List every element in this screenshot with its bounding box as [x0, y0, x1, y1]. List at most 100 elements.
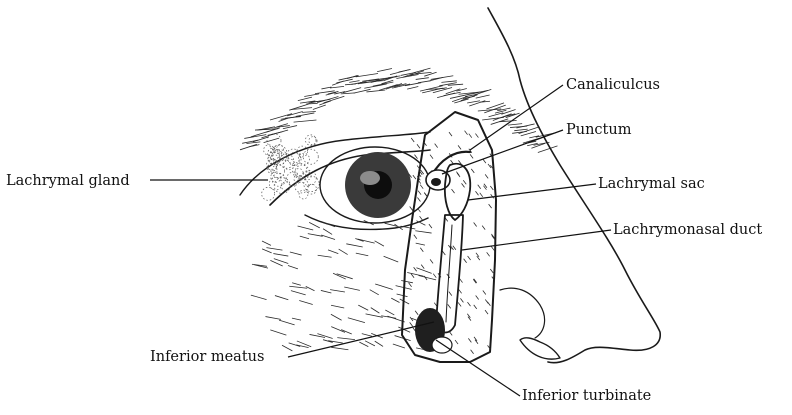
window-stipple — [474, 305, 477, 309]
window-stipple — [470, 154, 473, 158]
cheek-hatch-line — [291, 291, 306, 295]
window-stipple — [455, 340, 458, 344]
eyebrow-drawing — [240, 68, 557, 152]
cheek-hatch-line — [290, 252, 302, 255]
window-stipple — [415, 311, 418, 315]
inferior-meatus-space — [432, 337, 452, 353]
eyebrow-stroke — [414, 68, 431, 73]
cheek-hatch-line — [298, 226, 314, 230]
eyebrow-stroke — [306, 103, 317, 104]
cheek-hatch-line — [330, 290, 345, 292]
window-stipple — [471, 169, 474, 173]
window-stipple — [448, 304, 451, 308]
cheek-hatch-line — [292, 318, 301, 320]
cheek-hatch-line — [275, 296, 288, 300]
eyebrow-stroke — [538, 146, 558, 153]
eyebrow-stroke — [441, 81, 456, 83]
window-stipple — [482, 226, 485, 230]
eyebrow-stroke — [416, 78, 429, 80]
cheek-hatch-line — [416, 243, 425, 245]
window-stipple — [410, 206, 413, 210]
window-stipple — [460, 279, 463, 283]
window-stipple — [420, 248, 423, 252]
gland-lobule — [287, 172, 301, 186]
eyebrow-stroke — [272, 130, 288, 135]
cheek-hatch-line — [308, 234, 323, 237]
cheek-hatch-line — [346, 244, 362, 247]
cheek-hatch-line — [419, 276, 437, 280]
window-stipple — [459, 289, 462, 293]
cheek-hatch-line — [358, 305, 368, 310]
cheek-hatch-line — [262, 241, 271, 245]
window-stipple — [424, 193, 427, 197]
eyebrow-stroke — [341, 93, 356, 94]
cheek-hatch-line — [393, 344, 405, 348]
eyebrow-stroke — [516, 124, 534, 128]
window-stipple — [476, 253, 479, 257]
eyebrow-stroke — [486, 103, 504, 109]
window-stipple — [485, 310, 488, 314]
window-stipple — [489, 204, 492, 208]
eyebrow-stroke — [448, 84, 463, 85]
window-stipple — [474, 222, 477, 226]
window-stipple — [449, 292, 452, 296]
window-stipple — [417, 198, 420, 202]
cheek-hatch-line — [331, 305, 344, 308]
window-stipple — [468, 338, 471, 342]
window-stipple — [458, 302, 461, 306]
gland-lobule — [288, 152, 301, 165]
window-stipple — [491, 247, 494, 251]
cheek-hatch-line — [265, 317, 280, 320]
window-stipple — [442, 251, 445, 255]
nostril-outline — [520, 338, 560, 359]
cheek-hatch-line — [279, 320, 295, 325]
window-stipple — [430, 259, 433, 263]
cheek-hatch-line — [375, 341, 383, 346]
window-stipple — [468, 256, 471, 260]
cheek-hatch-line — [371, 308, 380, 314]
window-stipple — [477, 256, 480, 260]
window-stipple — [480, 193, 483, 197]
cheek-hatch-line — [299, 301, 312, 305]
eyebrow-stroke — [514, 129, 527, 131]
cheek-hatch-line — [358, 239, 375, 243]
eyebrow-stroke — [304, 94, 319, 97]
window-stipple — [487, 302, 490, 306]
window-stipple — [409, 283, 412, 287]
eyebrow-stroke — [431, 76, 454, 80]
nose-wing-outline — [500, 288, 545, 338]
window-stipple — [490, 269, 493, 273]
window-stipple — [429, 224, 432, 228]
window-stipple — [410, 322, 413, 326]
window-stipple — [413, 175, 416, 179]
leader-lachrymonasal-duct — [462, 230, 611, 250]
cheek-hatch-line — [251, 295, 267, 300]
eyebrow-stroke — [396, 74, 418, 78]
cheek-hatch-line — [323, 229, 332, 235]
eyebrow-stroke — [495, 110, 506, 113]
cheek-hatch-line — [341, 330, 352, 334]
window-stipple — [411, 138, 414, 142]
gland-lobule — [274, 178, 290, 194]
leader-canaliculus — [470, 85, 563, 150]
window-stipple — [467, 302, 470, 306]
eyebrow-stroke — [501, 109, 515, 114]
label-lachrymal-sac: Lachrymal sac — [598, 176, 705, 192]
eyebrow-stroke — [366, 90, 385, 92]
window-stipple — [452, 189, 455, 193]
window-stipple — [433, 274, 436, 278]
gland-lobule — [262, 187, 275, 200]
eyebrow-stroke — [298, 97, 312, 100]
cheek-hatch-line — [366, 314, 383, 317]
eyebrow-stroke — [285, 117, 301, 119]
gland-lobule — [299, 190, 308, 199]
eyebrow-stroke — [407, 87, 418, 90]
eyebrow-stroke — [476, 95, 490, 98]
gland-lobule — [307, 184, 317, 194]
window-stipple — [483, 290, 486, 294]
cheek-hatch-line — [282, 345, 292, 351]
cheek-hatch-line — [344, 287, 360, 290]
cheek-hatch-line — [331, 314, 342, 320]
window-stipple — [420, 185, 423, 189]
eyebrow-stroke — [399, 69, 411, 71]
